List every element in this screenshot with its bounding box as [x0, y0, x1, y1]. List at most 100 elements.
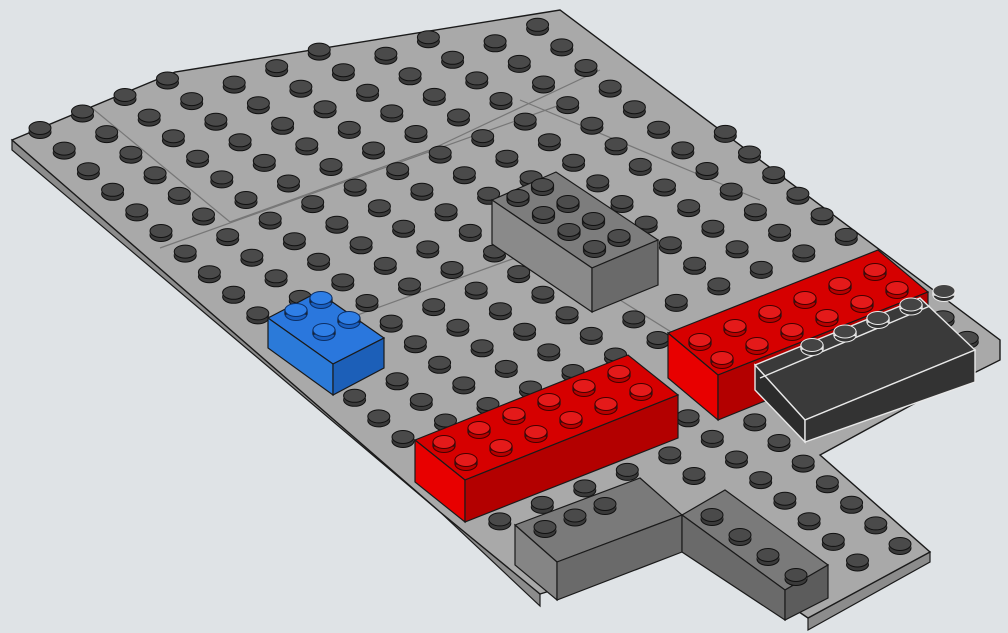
stud: [405, 126, 427, 143]
stud: [659, 237, 681, 254]
stud: [774, 492, 796, 509]
stud: [393, 220, 415, 237]
stud: [490, 440, 512, 457]
stud: [442, 51, 464, 68]
stud: [801, 339, 823, 356]
stud: [205, 113, 227, 130]
stud: [314, 101, 336, 118]
stud: [623, 311, 645, 328]
stud: [781, 324, 803, 341]
stud: [587, 175, 609, 192]
stud: [889, 538, 911, 555]
stud: [665, 294, 687, 311]
stud: [793, 245, 815, 262]
stud: [816, 476, 838, 493]
stud: [302, 196, 324, 213]
stud: [583, 213, 605, 230]
stud: [472, 130, 494, 147]
stud: [380, 315, 402, 332]
stud: [726, 241, 748, 258]
stud: [933, 285, 955, 302]
stud: [867, 312, 889, 329]
stud: [900, 298, 922, 315]
stud: [417, 31, 439, 48]
stud: [533, 207, 555, 224]
stud: [417, 241, 439, 258]
stud: [168, 187, 190, 204]
stud: [150, 225, 172, 242]
stud: [308, 253, 330, 270]
stud: [724, 320, 746, 337]
stud: [763, 167, 785, 184]
stud: [886, 282, 908, 299]
stud: [683, 468, 705, 485]
stud: [411, 183, 433, 200]
stud: [701, 430, 723, 447]
stud: [739, 146, 761, 163]
stud: [211, 171, 233, 188]
stud: [448, 109, 470, 126]
stud: [595, 398, 617, 415]
stud: [253, 154, 275, 171]
stud: [310, 292, 332, 309]
stud: [138, 109, 160, 126]
stud: [696, 163, 718, 180]
stud: [573, 380, 595, 397]
stud: [834, 325, 856, 342]
stud: [744, 414, 766, 431]
stud: [53, 142, 75, 159]
stud: [435, 204, 457, 221]
stud: [829, 278, 851, 295]
stud: [265, 270, 287, 287]
stud: [525, 426, 547, 443]
stud: [672, 142, 694, 159]
stud: [77, 163, 99, 180]
stud: [702, 220, 724, 237]
stud: [563, 154, 585, 171]
stud: [648, 121, 670, 138]
stud: [489, 513, 511, 530]
stud: [259, 212, 281, 229]
stud: [533, 76, 555, 93]
stud: [429, 146, 451, 163]
stud: [459, 224, 481, 241]
stud: [338, 121, 360, 138]
stud: [630, 384, 652, 401]
stud: [181, 93, 203, 110]
stud: [865, 517, 887, 534]
stud: [423, 88, 445, 105]
stud: [851, 296, 873, 313]
stud: [527, 18, 549, 35]
stud: [678, 200, 700, 217]
stud: [496, 150, 518, 167]
stud: [532, 179, 554, 196]
stud: [503, 408, 525, 425]
stud: [247, 307, 269, 324]
stud: [326, 216, 348, 233]
stud: [285, 304, 307, 321]
stud: [266, 60, 288, 77]
stud: [647, 332, 669, 349]
stud: [217, 229, 239, 246]
stud: [701, 509, 723, 526]
stud: [162, 130, 184, 147]
stud: [392, 431, 414, 448]
stud: [750, 261, 772, 278]
stud: [785, 569, 807, 586]
stud: [174, 245, 196, 262]
stud: [531, 496, 553, 513]
stud: [608, 366, 630, 383]
stud: [769, 224, 791, 241]
stud: [187, 150, 209, 167]
stud: [490, 93, 512, 110]
stud: [471, 340, 493, 357]
stud: [594, 498, 616, 515]
stud: [468, 422, 490, 439]
stud: [465, 282, 487, 299]
stud: [689, 334, 711, 351]
stud: [193, 208, 215, 225]
stud: [605, 138, 627, 155]
stud: [114, 89, 136, 106]
stud: [659, 447, 681, 464]
stud: [320, 159, 342, 176]
